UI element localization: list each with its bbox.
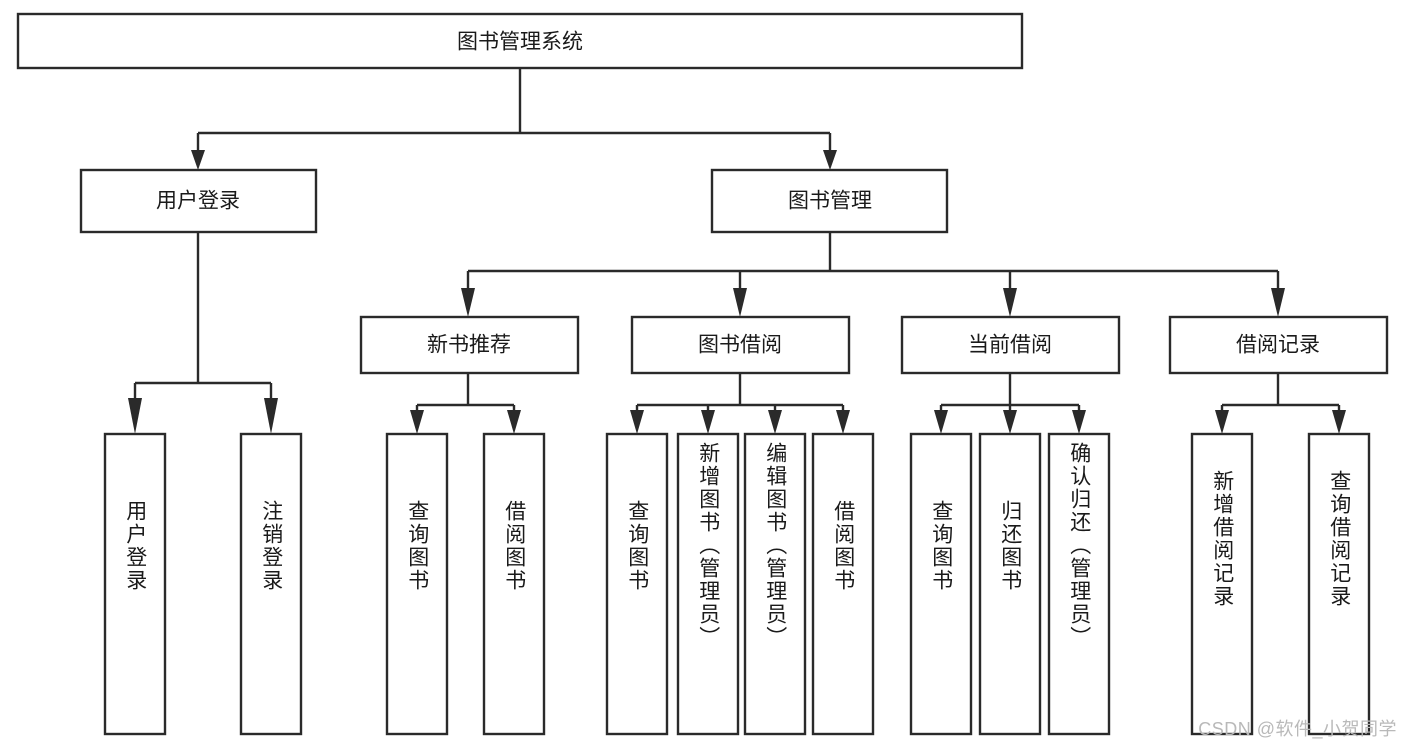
- node-leaf-query-book-3[interactable]: [909, 432, 973, 736]
- arrow-head-leaf-add-book: [701, 410, 715, 434]
- node-leaf-return-book[interactable]: [978, 432, 1042, 736]
- arrow-head-book-manage: [823, 150, 837, 170]
- arrow-head-leaf-user-login: [128, 398, 142, 434]
- arrow-head-book-borrow: [733, 288, 747, 317]
- arrow-head-leaf-query-book-1: [410, 410, 424, 434]
- connector-group-user-login: [128, 232, 278, 434]
- arrow-head-leaf-query-record: [1332, 410, 1346, 434]
- arrow-head-leaf-confirm-return: [1072, 410, 1086, 434]
- node-leaf-borrow-book-1[interactable]: [482, 432, 546, 736]
- node-leaf-confirm-return[interactable]: [1047, 432, 1111, 736]
- node-book-borrow-label: 图书借阅: [698, 334, 782, 357]
- arrow-head-leaf-query-book-2: [630, 410, 644, 434]
- node-borrow-record-label: 借阅记录: [1236, 334, 1320, 357]
- node-book-borrow[interactable]: [630, 315, 851, 375]
- arrow-head-user-login: [191, 150, 205, 170]
- connector-group-current-borrow: [934, 373, 1086, 434]
- node-current-borrow[interactable]: [900, 315, 1121, 375]
- connector-group-root: [191, 68, 837, 170]
- node-leaf-add-book[interactable]: [676, 432, 740, 736]
- node-leaf-query-book-2[interactable]: [605, 432, 669, 736]
- arrow-head-leaf-borrow-book-1: [507, 410, 521, 434]
- connector-group-book-manage: [461, 232, 1285, 317]
- node-book-manage-label: 图书管理: [788, 190, 872, 213]
- node-leaf-user-login[interactable]: [103, 432, 167, 736]
- node-leaf-query-record[interactable]: [1307, 432, 1371, 736]
- arrow-head-leaf-edit-book: [768, 410, 782, 434]
- node-borrow-record[interactable]: [1168, 315, 1389, 375]
- node-root-label: 图书管理系统: [457, 31, 583, 54]
- node-leaf-query-book-1[interactable]: [385, 432, 449, 736]
- node-new-book-recommend[interactable]: [359, 315, 580, 375]
- arrow-head-leaf-logout: [264, 398, 278, 434]
- node-user-login[interactable]: [79, 168, 318, 234]
- arrow-head-leaf-borrow-book-2: [836, 410, 850, 434]
- node-user-login-label: 用户登录: [156, 190, 240, 213]
- arrow-head-borrow-record: [1271, 288, 1285, 317]
- node-leaf-edit-book[interactable]: [743, 432, 807, 736]
- arrow-head-current-borrow: [1003, 288, 1017, 317]
- connector-group-borrow-record: [1215, 373, 1346, 434]
- connector-group-new-book: [410, 373, 521, 434]
- node-new-book-recommend-label: 新书推荐: [427, 334, 511, 357]
- arrow-head-leaf-return-book: [1003, 410, 1017, 434]
- node-leaf-add-record[interactable]: [1190, 432, 1254, 736]
- node-book-manage[interactable]: [710, 168, 949, 234]
- arrow-head-leaf-query-book-3: [934, 410, 948, 434]
- watermark-text: CSDN @软件_小贺同学: [1198, 719, 1397, 739]
- node-leaf-borrow-book-2[interactable]: [811, 432, 875, 736]
- node-root[interactable]: [16, 12, 1024, 70]
- arrow-head-new-book: [461, 288, 475, 317]
- arrow-head-leaf-add-record: [1215, 410, 1229, 434]
- node-leaf-logout[interactable]: [239, 432, 303, 736]
- node-current-borrow-label: 当前借阅: [968, 334, 1052, 357]
- connector-group-book-borrow: [630, 373, 850, 434]
